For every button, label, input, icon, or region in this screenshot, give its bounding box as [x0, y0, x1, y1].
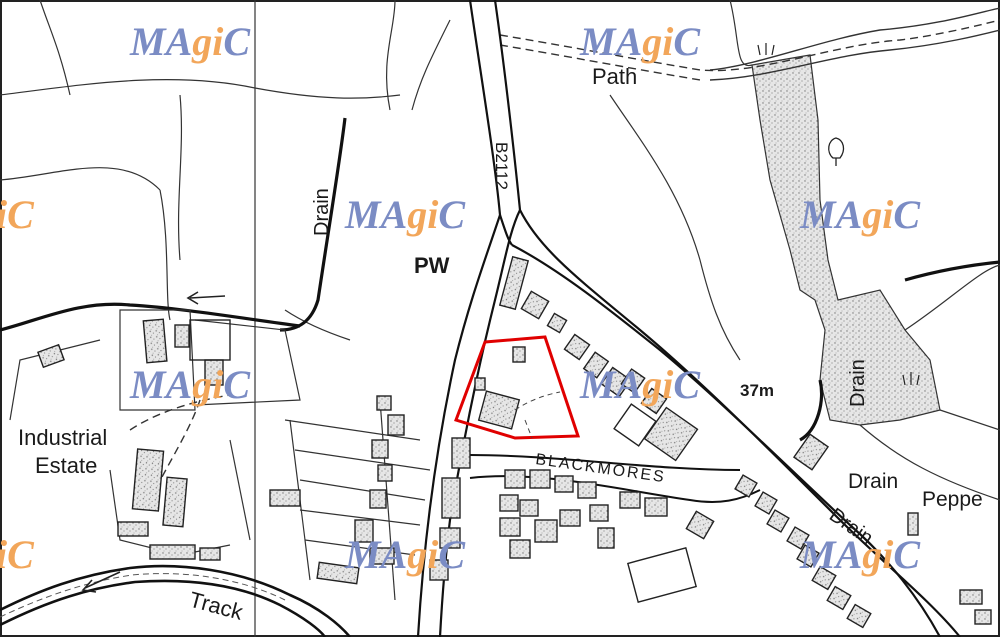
watermark: MAgiC: [344, 532, 466, 577]
site-boundary[interactable]: [454, 335, 581, 440]
watermark: MAgiC: [579, 362, 701, 407]
watermark: MAgiC: [129, 19, 251, 64]
label-drain-lower: Drain: [848, 470, 898, 493]
drains: [0, 117, 1000, 442]
label-road-b2112: B2112: [492, 142, 511, 190]
buildings: [37, 255, 992, 629]
label-drain-left: Drain: [311, 188, 333, 236]
path-edge: [709, 7, 1000, 81]
watermark: iC: [0, 532, 35, 577]
tree-symbol: [828, 137, 845, 166]
site-internal-lines: [514, 391, 561, 439]
flow-arrows: [81, 291, 226, 593]
label-pw: PW: [414, 253, 450, 278]
label-drain-right: Drain: [847, 359, 869, 407]
watermark: MAgiC: [579, 19, 701, 64]
woodland-area: [751, 54, 941, 426]
track-centerline: [0, 573, 286, 618]
marsh-symbols: [757, 43, 920, 386]
label-estate: Estate: [35, 453, 97, 478]
label-height: 37m: [740, 381, 774, 400]
road-b2112: [416, 0, 961, 637]
watermark: iC: [0, 192, 35, 237]
label-pepper: Peppe: [922, 488, 983, 511]
track: [0, 564, 351, 637]
outline-buildings: [189, 319, 698, 603]
watermark: MAgiC: [129, 362, 251, 407]
label-industrial: Industrial: [18, 425, 107, 450]
watermark: MAgiC: [344, 192, 466, 237]
watermark: MAgiC: [799, 192, 921, 237]
label-path: Path: [592, 64, 637, 89]
watermark: MAgiC: [799, 532, 921, 577]
watermarks: MAgiC MAgiC iC MAgiC MAgiC MAgiC MAgiC i…: [0, 19, 921, 577]
